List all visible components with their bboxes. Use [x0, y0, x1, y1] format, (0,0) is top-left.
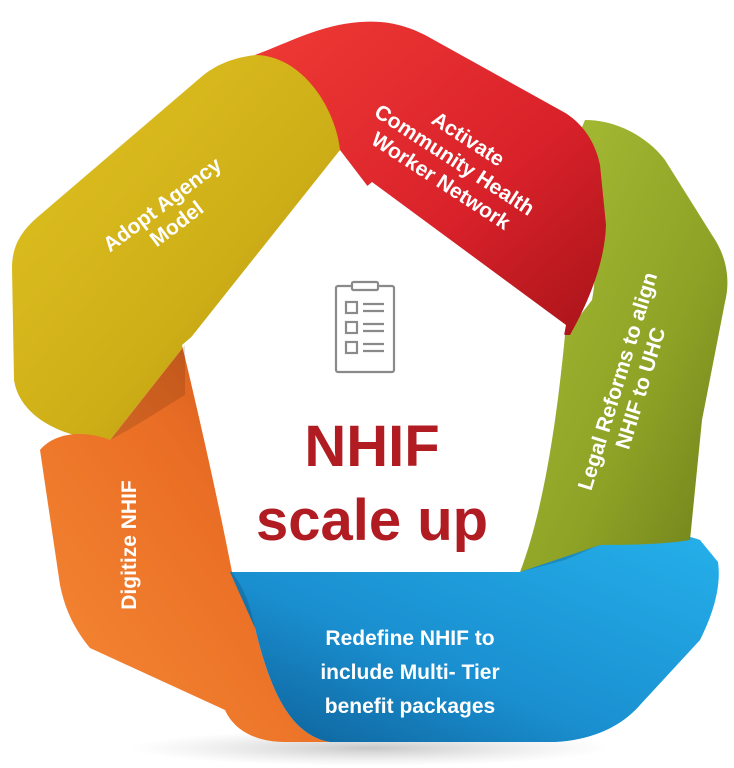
segment-digitize	[40, 345, 330, 742]
label-redefine-line1: Redefine NHIF to	[325, 627, 494, 650]
label-redefine-line2: include Multi- Tier	[320, 661, 499, 684]
label-digitize-line1: Digitize NHIF	[118, 480, 141, 610]
segment-redefine	[230, 533, 719, 742]
center-panel	[182, 182, 566, 572]
center-title-line1: NHIF	[304, 414, 439, 479]
fold-shade-yellow	[110, 345, 185, 440]
fold-shade-green	[520, 545, 600, 572]
label-redefine-line3: benefit packages	[325, 695, 495, 718]
segment-activate	[255, 21, 606, 336]
segment-adopt-agency	[12, 51, 345, 440]
center-title-line2: scale up	[256, 488, 488, 553]
label-redefine: Redefine NHIF to include Multi- Tier ben…	[320, 627, 499, 718]
segment-legal-reforms	[520, 120, 728, 572]
clipboard-checklist-icon	[334, 280, 396, 374]
label-digitize: Digitize NHIF	[118, 480, 141, 610]
fold-shade-blue	[230, 572, 255, 628]
